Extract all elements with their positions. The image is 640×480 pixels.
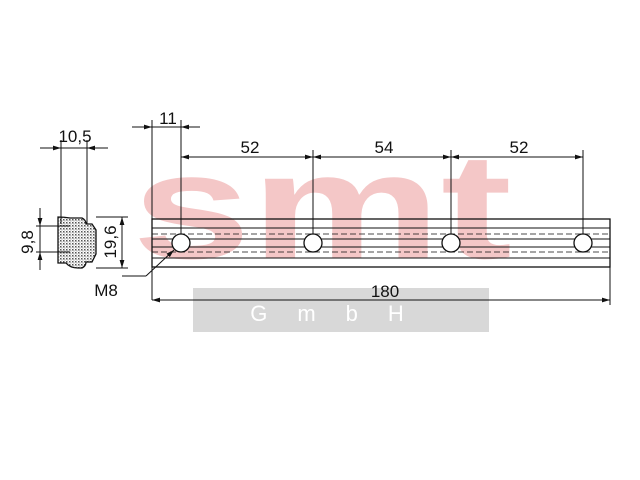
rail bbox=[151, 218, 611, 268]
dim-spacing-3: 52 bbox=[510, 138, 529, 157]
watermark: smt GmbH bbox=[132, 122, 512, 332]
hole-3 bbox=[441, 233, 461, 253]
dim-hole-offset: 11 bbox=[159, 109, 177, 128]
hole-1 bbox=[171, 233, 191, 253]
dim-spacing-1: 52 bbox=[241, 138, 260, 157]
watermark-band bbox=[193, 288, 489, 332]
dim-thread: M8 bbox=[94, 281, 118, 300]
rail-dimensions bbox=[122, 120, 611, 305]
watermark-logo: smt bbox=[132, 122, 512, 290]
hole-2 bbox=[303, 233, 323, 253]
profile-dimensions bbox=[36, 140, 128, 270]
profile-section bbox=[57, 216, 97, 269]
dim-profile-height-full: 19,6 bbox=[101, 225, 120, 258]
dim-spacing-2: 54 bbox=[375, 138, 394, 157]
watermark-subtitle: GmbH bbox=[250, 301, 434, 326]
dim-profile-width: 10,5 bbox=[58, 127, 91, 146]
profile-outline bbox=[57, 216, 97, 269]
dim-profile-height-small: 9,8 bbox=[18, 230, 37, 254]
hole-4 bbox=[573, 233, 593, 253]
dim-total-length: 180 bbox=[371, 282, 399, 301]
